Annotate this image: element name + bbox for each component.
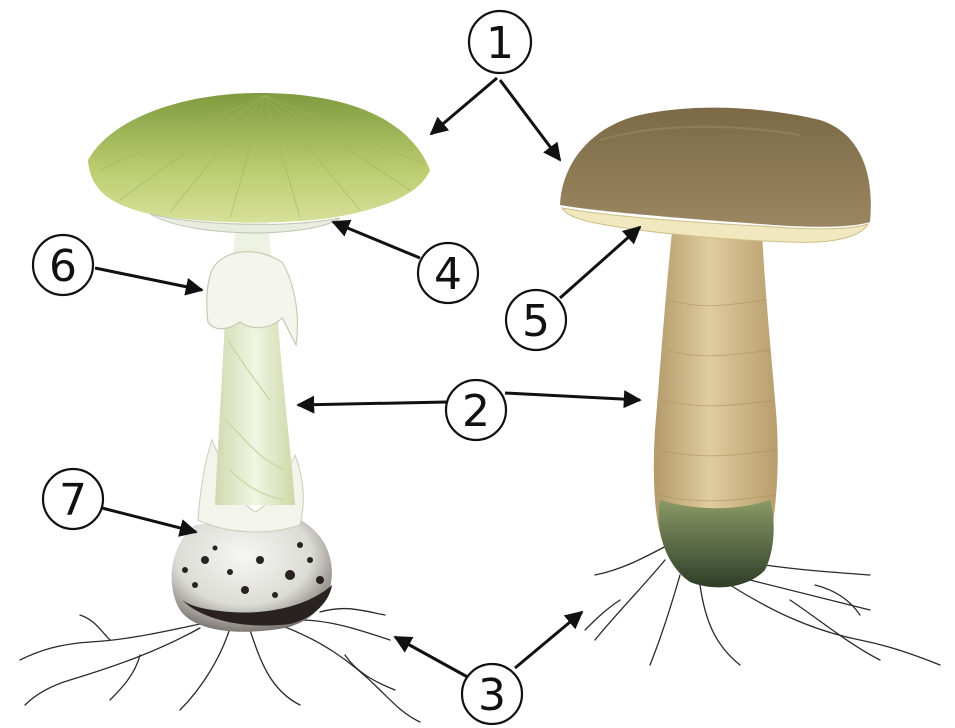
callout-6: 6 (33, 235, 93, 295)
arrow-2-to-left-stem (298, 402, 447, 405)
callout-4: 4 (418, 243, 478, 303)
callout-4-number: 4 (434, 249, 462, 300)
callout-2: 2 (446, 380, 506, 440)
arrow-2-to-right-stem (505, 393, 640, 400)
callout-6-number: 6 (49, 241, 77, 292)
arrow-6-to-ring (95, 268, 202, 290)
arrow-7-to-volva (102, 508, 196, 532)
death-cap-mushroom (20, 93, 430, 722)
right-stem (654, 232, 778, 540)
left-cap (88, 93, 430, 223)
callout-1: 1 (469, 11, 531, 73)
callout-5: 5 (506, 290, 566, 350)
arrow-5-to-pores (560, 227, 640, 298)
callout-7-number: 7 (59, 475, 87, 526)
callout-1-number: 1 (486, 18, 514, 69)
arrow-1-to-right-cap (500, 80, 560, 160)
callout-3: 3 (462, 664, 522, 724)
callout-7: 7 (43, 469, 103, 529)
callout-3-number: 3 (478, 670, 506, 721)
right-cap (560, 108, 871, 227)
callout-5-number: 5 (522, 296, 550, 347)
right-stem-base (659, 500, 774, 587)
porcini-mushroom (560, 108, 940, 665)
arrow-3-to-left-roots (395, 637, 473, 680)
arrow-3-to-right-roots (515, 612, 582, 668)
callout-2-number: 2 (462, 386, 490, 437)
arrow-4-to-gills (333, 222, 420, 258)
left-stem (215, 320, 295, 505)
arrow-1-to-left-cap (431, 78, 497, 134)
